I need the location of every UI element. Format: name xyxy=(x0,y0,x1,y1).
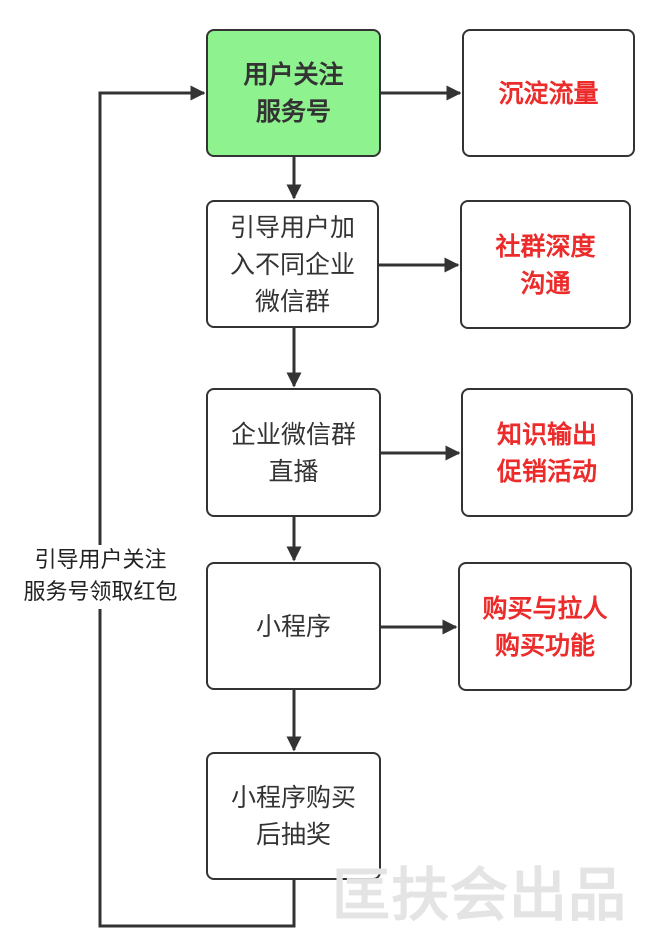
node-label: 小程序 xyxy=(255,611,331,641)
node-join-wechat-groups: 引导用户加 入不同企业 微信群 xyxy=(206,200,379,328)
node-purchase-lottery: 小程序购买 后抽奖 xyxy=(206,752,381,880)
watermark: 匡扶会出品 xyxy=(332,861,628,929)
loop-label: 引导用户关注 服务号领取红包 xyxy=(8,545,193,609)
node-mini-program: 小程序 xyxy=(206,562,381,690)
node-label: 用户关注 服务号 xyxy=(243,60,344,126)
outcome-purchase: 购买与拉人 购买功能 xyxy=(458,562,632,691)
outcome-label: 知识输出 促销活动 xyxy=(496,419,597,486)
outcome-label: 购买与拉人 购买功能 xyxy=(482,593,608,660)
outcome-label: 社群深度 沟通 xyxy=(495,231,596,298)
node-label: 小程序购买 后抽奖 xyxy=(230,783,356,849)
node-follow-service-account: 用户关注 服务号 xyxy=(206,29,381,157)
outcome-community: 社群深度 沟通 xyxy=(460,200,631,329)
node-label: 企业微信群 直播 xyxy=(230,419,356,486)
node-group-livestream: 企业微信群 直播 xyxy=(206,388,381,517)
outcome-traffic: 沉淀流量 xyxy=(462,29,635,157)
outcome-promotion: 知识输出 促销活动 xyxy=(461,388,633,517)
loop-back-line xyxy=(98,85,296,928)
node-label: 引导用户加 入不同企业 微信群 xyxy=(229,212,355,316)
outcome-label: 沉淀流量 xyxy=(498,78,599,108)
